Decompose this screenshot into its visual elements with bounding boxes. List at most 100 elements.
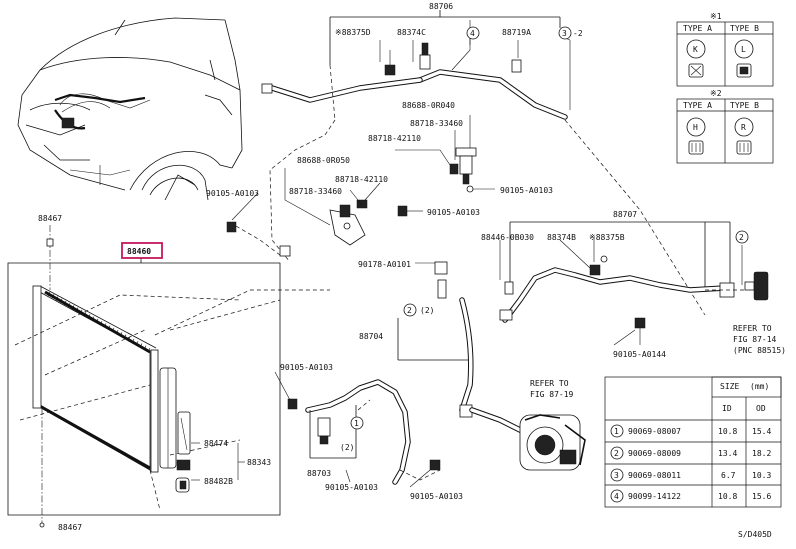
type-legend-1-mark: ※1 [710,12,722,21]
ref-circle-3 [558,26,572,40]
label-90105-a0103-a[interactable]: 90105-A0103 [206,189,259,198]
label-88718-33460-b[interactable]: 88718-33460 [289,187,342,196]
condenser-fin-mark [47,291,51,297]
size-row-2-part[interactable]: 90069-08009 [628,449,681,458]
condenser-fin-mark [83,312,87,317]
callout-labels: 88706 ※88375D 88374C 4 88719A 3 -2 88688… [38,2,786,539]
label-88375d[interactable]: ※88375D [335,28,371,37]
size-row-1-od: 15.4 [752,427,771,436]
label-ref-3: 3 [562,29,567,38]
type-legend-2-mark: ※2 [710,89,722,98]
size-row-2-num: 2 [614,449,619,458]
size-row-2-id: 13.4 [718,449,737,458]
leader-lines [231,35,743,488]
label-88688-0r040[interactable]: 88688-0R040 [402,101,455,110]
label-88467-bottom[interactable]: 88467 [58,523,82,532]
label-ref-2-mid-paren: (2) [420,306,434,315]
label-90105-a0103-f[interactable]: 90105-A0103 [410,492,463,501]
condenser-fin-mark [147,347,151,353]
condenser-fins [47,291,151,353]
condenser-assembly-group [7,225,330,528]
pipe-88706-group [261,10,706,316]
hose-88704-group [397,261,586,471]
condenser-fin-mark [127,336,131,341]
highlighted-part-box [121,242,163,259]
condenser-fin-mark [91,316,95,321]
ref-circle-1-left [350,416,364,430]
type-legend-2-type-b: TYPE B [730,101,759,110]
label-88718-33460-a[interactable]: 88718-33460 [410,119,463,128]
vehicle-illustration [17,17,243,201]
label-ref-2-paren-low: (2) [340,443,354,452]
label-88343[interactable]: 88343 [247,458,271,467]
label-88467-top[interactable]: 88467 [38,214,62,223]
label-88706[interactable]: 88706 [429,2,453,11]
label-90105-a0103-d[interactable]: 90105-A0103 [280,363,333,372]
label-refer-87-14[interactable]: REFER TO [733,324,772,333]
label-88460[interactable]: 88460 [127,247,151,256]
label-refer-87-19[interactable]: REFER TO [530,379,569,388]
size-row-3-od: 10.3 [752,471,771,480]
condenser-fin-mark [119,332,123,337]
label-88688-0r050[interactable]: 88688-0R050 [297,156,350,165]
label-ref-4: 4 [470,29,475,38]
condenser-fin-mark [107,325,111,330]
label-refer-87-14-pnc[interactable]: (PNC 88515) [733,346,786,355]
size-row-1-part[interactable]: 90069-08007 [628,427,681,436]
label-90178-a0101[interactable]: 90178-A0101 [358,260,411,269]
condenser-fin-mark [111,327,115,332]
type-legend-1-type-a: TYPE A [683,24,712,33]
condenser-fin-mark [87,314,91,319]
label-90105-a0103-c[interactable]: 90105-A0103 [427,208,480,217]
label-88703[interactable]: 88703 [307,469,331,478]
label-88718-42110-a[interactable]: 88718-42110 [368,134,421,143]
type-legend-1-sym-a: K [693,45,698,54]
label-ref-2-mid: 2 [407,306,412,315]
type-legend-2: ※2 TYPE A TYPE B H R [676,89,774,164]
size-row-4-part[interactable]: 90099-14122 [628,492,681,501]
condenser-fin-mark [79,309,83,315]
type-legend-1: ※1 TYPE A TYPE B K L [676,12,774,87]
label-ref-3-suffix: -2 [573,29,583,38]
label-88718-42110-b[interactable]: 88718-42110 [335,175,388,184]
label-88446-0b030[interactable]: 88446-0B030 [481,233,534,242]
size-table-header-size: SIZE [720,382,739,391]
condenser-fin-mark [123,334,127,339]
size-table-col-od: OD [756,404,766,413]
pipe-88707-group [499,221,769,345]
size-row-3-part[interactable]: 90069-08011 [628,471,681,480]
ref-circle-2-mid [403,303,417,317]
condenser-fin-mark [135,341,139,346]
size-row-4-od: 15.6 [752,492,771,501]
label-90105-a0144[interactable]: 90105-A0144 [613,350,666,359]
condenser-fin-mark [131,338,135,344]
condenser-fin-mark [67,303,71,308]
label-ref-2-right: 2 [739,233,744,242]
size-table-header-unit: (mm) [750,382,769,391]
condenser-fin-mark [63,300,67,306]
type-legend-2-sym-b: R [741,123,746,132]
size-table-col-id: ID [722,404,732,413]
label-90105-a0103-e[interactable]: 90105-A0103 [325,483,378,492]
ref-circle-4 [466,26,480,40]
type-legend-1-type-b: TYPE B [730,24,759,33]
size-row-1-id: 10.8 [718,427,737,436]
condenser-fin-mark [103,323,107,328]
label-88482b[interactable]: 88482B [204,477,233,486]
label-90105-a0103-b[interactable]: 90105-A0103 [500,186,553,195]
label-refer-87-14-fig[interactable]: FIG 87-14 [733,335,777,344]
condenser-fin-mark [51,294,55,299]
size-row-1-num: 1 [614,427,619,436]
label-88704[interactable]: 88704 [359,332,383,341]
condenser-fin-mark [115,329,119,335]
label-88719a[interactable]: 88719A [502,28,531,37]
label-88707[interactable]: 88707 [613,210,637,219]
label-88374c[interactable]: 88374C [397,28,426,37]
size-row-4-num: 4 [614,492,619,501]
label-88474[interactable]: 88474 [204,439,228,448]
label-88374b[interactable]: 88374B [547,233,576,242]
label-refer-87-19-fig[interactable]: FIG 87-19 [530,390,574,399]
hose-size-table: SIZE (mm) ID OD 1 90069-08007 10.8 15.4 … [604,376,782,508]
label-88375b[interactable]: ※88375B [589,233,625,242]
type-legend-2-type-a: TYPE A [683,101,712,110]
